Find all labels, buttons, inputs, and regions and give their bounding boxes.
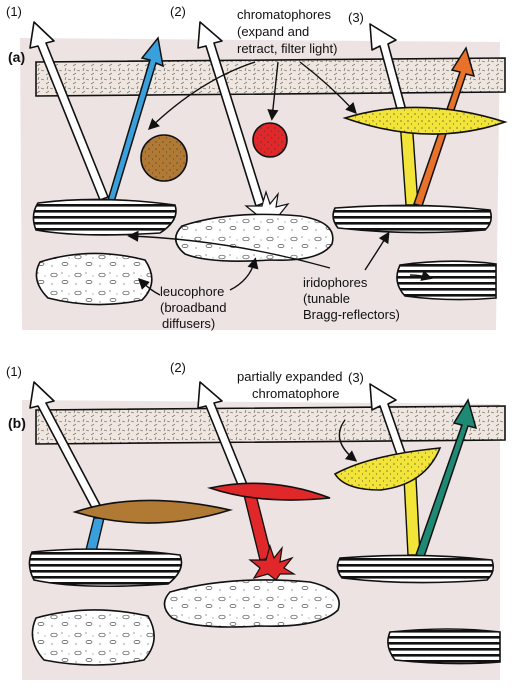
outer-layer-b: [35, 405, 506, 445]
beam-label-3b: (3): [348, 370, 364, 385]
beam-label-2b: (2): [170, 360, 186, 375]
leucophore-left-b: [31, 609, 155, 666]
leucophore-label-line1: leucophore: [160, 284, 224, 299]
iridophores-label-line1: iridophores: [303, 275, 368, 290]
chromatophores-label-line2: (expand and: [237, 24, 309, 39]
iridophore-leader-1: [127, 230, 331, 269]
panel-a-letter: (a): [8, 49, 25, 65]
red-burst-2b: [248, 543, 297, 581]
partial-chromatophore-leader: [338, 419, 358, 462]
chromatophores-label-line1: chromatophores: [237, 7, 331, 22]
teal-reflection-3b: [415, 398, 478, 558]
iridophore-3b: [336, 554, 494, 584]
iridophore-leader-3: [409, 270, 433, 281]
red-chromatophore-b: [207, 482, 331, 501]
chromatophore-leader-1: [147, 61, 256, 130]
leucophore-label-line2: (broadband: [160, 300, 227, 315]
outer-layer-a: [35, 57, 506, 97]
iridophore-leader-2: [364, 231, 390, 271]
leucophore-center-a: [174, 213, 334, 262]
yellow-chromatophore-dots-a: [345, 107, 505, 135]
red-chromatophore-dots-a: [253, 123, 287, 157]
beam-label-1b: (1): [6, 364, 22, 379]
chromatophores-label-line3: retract, filter light): [237, 41, 337, 56]
beam-label-3a: (3): [348, 10, 364, 25]
brown-chromatophore-b: [72, 499, 234, 524]
leucophore-center-b: [163, 579, 340, 628]
leucophore-leader-2: [229, 257, 259, 291]
incident-beam-2a: [197, 21, 265, 207]
yellow-chromatophore-dots-b: [335, 448, 440, 490]
iridophore-small-a: [396, 260, 497, 301]
beam-label-2a: (2): [170, 4, 186, 19]
panel-b: (b) (1) (2) (3) partially expanded chrom…: [6, 360, 506, 680]
blue-reflection-1a: [107, 36, 164, 203]
panel-a: (a) (1) (2) (3) chromatophores (expand a…: [6, 4, 508, 331]
panel-b-letter: (b): [8, 415, 26, 431]
leucophore-left-a: [35, 252, 153, 306]
beam-label-1a: (1): [6, 4, 22, 19]
incident-beam-1a: [29, 21, 109, 201]
leucophore-leader-1: [138, 278, 161, 296]
iridophore-1a: [32, 198, 177, 236]
partial-label-line1: partially expanded: [237, 369, 343, 384]
iridophores-label-line2: (tunable: [303, 291, 350, 306]
iridophore-3a: [332, 204, 492, 234]
iridophore-small-b: [387, 628, 501, 665]
partial-label-line2: chromatophore: [252, 386, 339, 401]
brown-chromatophore-dots-a: [141, 135, 187, 181]
iridophore-1b: [28, 548, 183, 588]
leucophore-label-line3: diffusers): [162, 316, 215, 331]
chromatophore-leader-3: [299, 61, 357, 115]
iridophores-label-line3: Bragg-reflectors): [303, 307, 400, 322]
chromatophore-leader-2: [267, 61, 279, 121]
